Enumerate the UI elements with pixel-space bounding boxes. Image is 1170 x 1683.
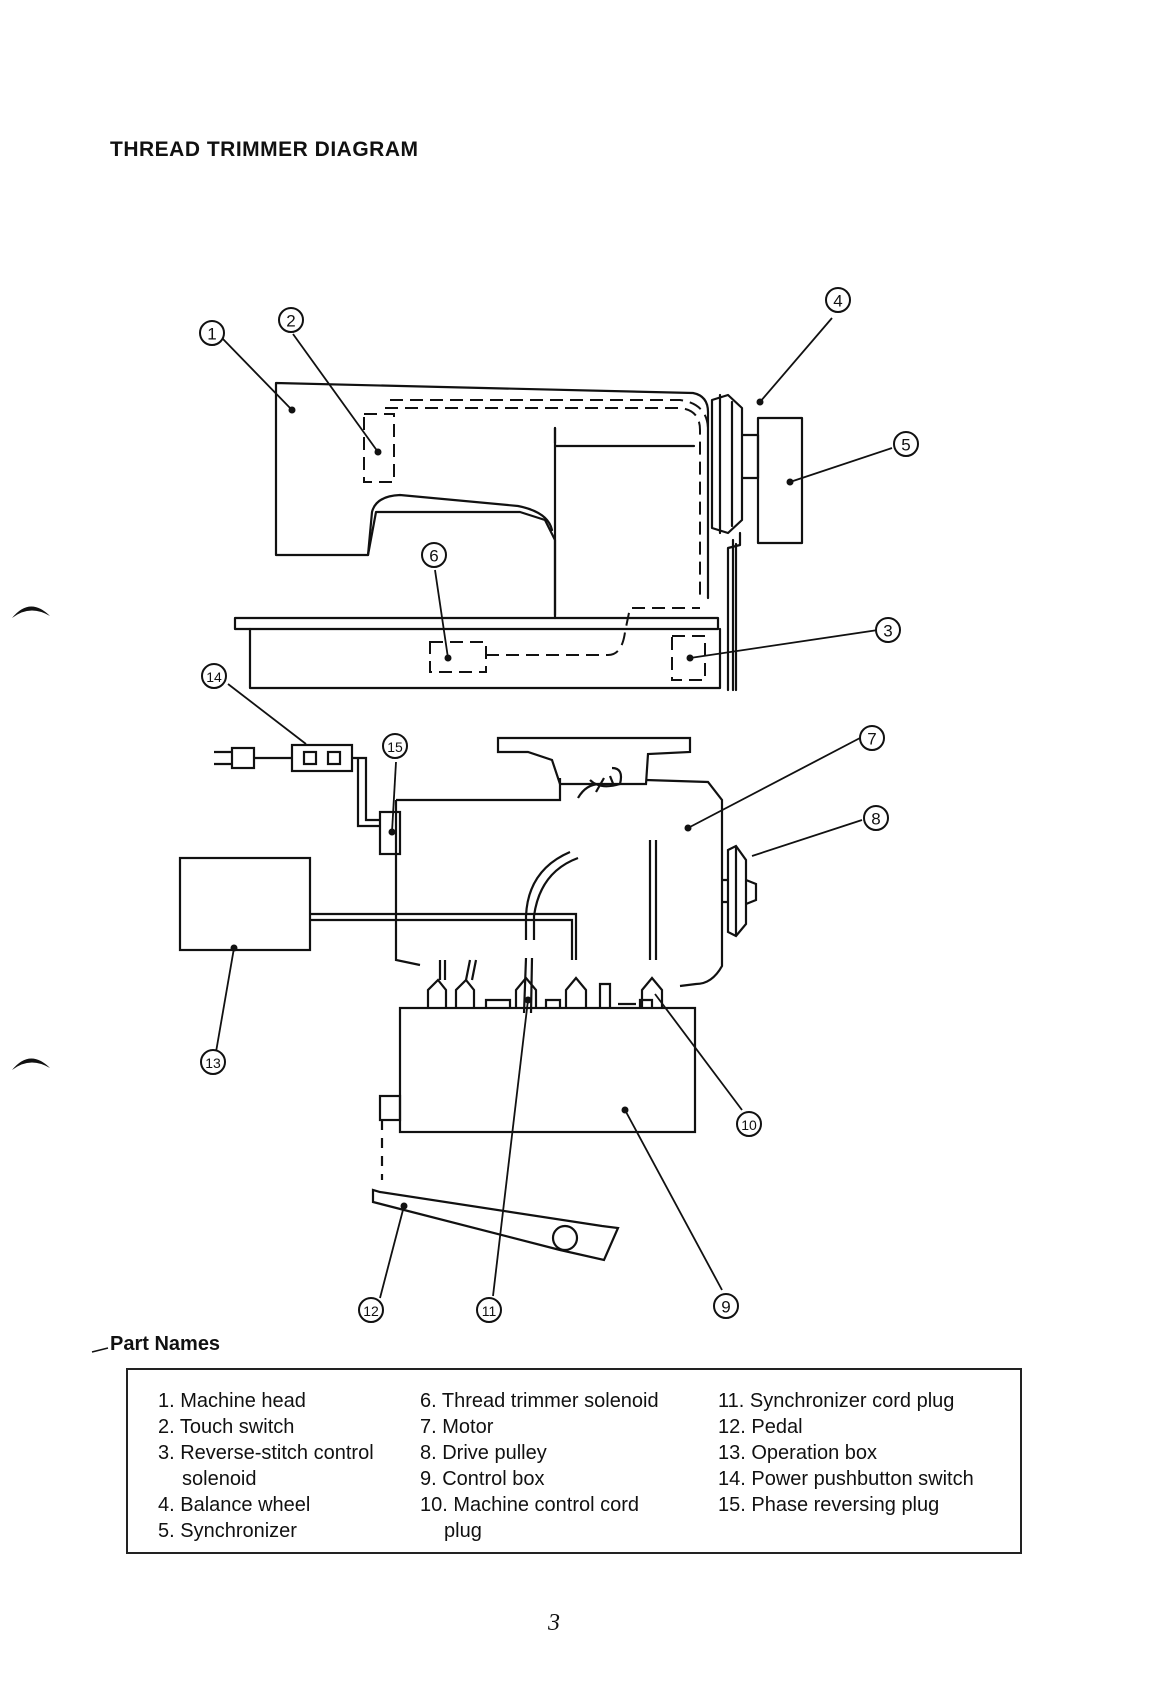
callout-1: 1: [207, 325, 216, 344]
arm-underside: [366, 493, 554, 557]
part-name-item: 11. Synchronizer cord plug: [718, 1390, 955, 1412]
machine-head-outline: [274, 381, 710, 617]
bed-base: [248, 627, 722, 690]
power-pushbutton-switch: [290, 743, 354, 773]
part-name-item: 3. Reverse-stitch control: [158, 1442, 374, 1464]
part-name-item: plug: [444, 1520, 482, 1542]
part-name-item: solenoid: [182, 1468, 257, 1490]
part-name-item: 6. Thread trimmer solenoid: [420, 1390, 659, 1412]
part-name-item: 1. Machine head: [158, 1390, 306, 1412]
control-box: [398, 1006, 697, 1134]
callout-10: 10: [741, 1117, 757, 1133]
callout-12: 12: [363, 1303, 379, 1319]
part-names-table: 1. Machine head 2. Touch switch 3. Reverse…: [126, 1368, 1022, 1554]
punch-mark-top: [12, 606, 50, 618]
callout-3: 3: [883, 622, 892, 641]
balance-wheel-outline: [710, 393, 744, 535]
control-box-side-connector: [378, 1094, 402, 1122]
punch-mark-bottom: [12, 1058, 50, 1070]
callout-13: 13: [205, 1055, 221, 1071]
part-name-item: 14. Power pushbutton switch: [718, 1468, 974, 1490]
callout-7: 7: [867, 730, 876, 749]
bed-plate: [233, 616, 720, 631]
callout-9: 9: [721, 1298, 730, 1317]
callout-5: 5: [901, 436, 910, 455]
callout-4: 4: [833, 292, 842, 311]
part-name-item: 2. Touch switch: [158, 1416, 295, 1438]
motor-body: [394, 778, 724, 988]
touch-switch-box: [363, 413, 395, 483]
parts-column-1: 1. Machine head 2. Touch switch 3. Reverse…: [158, 1388, 374, 1544]
part-name-item: 10. Machine control cord: [420, 1494, 640, 1516]
part-name-item: 15. Phase reversing plug: [718, 1494, 940, 1516]
part-name-item: 9. Control box: [420, 1468, 545, 1490]
parts-column-3: 11. Synchronizer cord plug 12. Pedal 13. O…: [718, 1388, 974, 1518]
part-name-item: 4. Balance wheel: [158, 1494, 311, 1516]
callout-11: 11: [482, 1303, 497, 1319]
part-name-item: 8. Drive pulley: [420, 1442, 547, 1464]
pedal: [371, 1188, 620, 1262]
part-name-item: 12. Pedal: [718, 1416, 803, 1438]
motor-top-mount: [496, 736, 692, 786]
thread-trimmer-solenoid-box: [429, 641, 487, 673]
reverse-stitch-solenoid-box: [671, 635, 706, 681]
part-name-item: 13. Operation box: [718, 1442, 877, 1464]
callout-14: 14: [206, 669, 222, 685]
phase-reversing-plug: [378, 810, 402, 856]
power-plug: [230, 746, 256, 770]
callout-6: 6: [429, 547, 438, 566]
operation-box: [178, 856, 312, 952]
page-title: THREAD TRIMMER DIAGRAM: [110, 138, 419, 161]
part-names-heading: Part Names: [110, 1333, 221, 1355]
callout-15: 15: [387, 739, 403, 755]
part-name-item: 5. Synchronizer: [158, 1520, 297, 1542]
synchronizer-box: [756, 416, 804, 545]
callout-2: 2: [286, 312, 295, 331]
page-number: 3: [548, 1610, 560, 1636]
callout-8: 8: [871, 810, 880, 829]
part-name-item: 7. Motor: [420, 1416, 494, 1438]
parts-column-2: 6. Thread trimmer solenoid 7. Motor 8. Dri…: [420, 1388, 659, 1544]
